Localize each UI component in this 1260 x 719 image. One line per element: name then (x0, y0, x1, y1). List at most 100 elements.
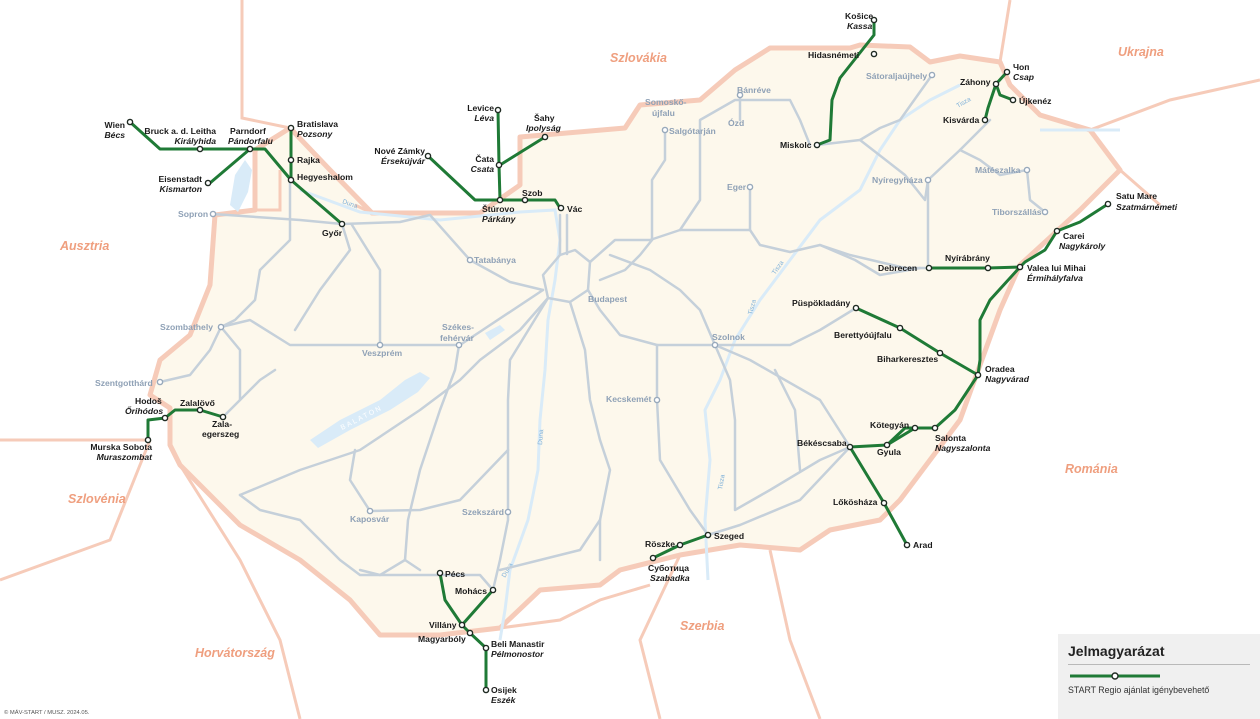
station-kotegyan (911, 424, 919, 432)
label-somoskoujfalu-2: újfalu (652, 108, 675, 118)
label-kecskemet: Kecskemét (606, 394, 652, 404)
station-hegyeshalom (287, 176, 295, 184)
station-markers (126, 16, 1112, 694)
rail-network (158, 73, 1047, 592)
label-szekesfehervar-1: Székes- (442, 322, 474, 332)
label-nove-zamky: Nové Zámky (374, 146, 425, 156)
station-hidasnemeti (870, 50, 878, 58)
station-beli-manastir (482, 644, 490, 652)
label-sturovo: Štúrovo (482, 203, 514, 214)
label-cata: Čata (475, 153, 494, 164)
label-parndorf: Parndorf (230, 126, 266, 136)
label-austria: Ausztria (59, 239, 109, 253)
label-nyiregyhaza: Nyíregyháza (872, 175, 923, 185)
station-bratislava (287, 124, 295, 132)
label-subotica-alt: Szabadka (650, 573, 690, 583)
station-kosice (870, 16, 878, 24)
copyright-note: © MÁV-START / MUSZ. 2024.05. (4, 710, 90, 716)
label-miskolc: Miskolc (780, 140, 812, 150)
station-hodos (161, 414, 169, 422)
label-arad: Arad (913, 540, 933, 550)
river-duna (299, 188, 562, 641)
station-sahy (541, 133, 549, 141)
label-szentgotthard: Szentgotthárd (95, 378, 153, 388)
station-valea (1016, 263, 1024, 271)
station-oradea (974, 371, 982, 379)
label-zalalovo: Zalalövő (180, 398, 215, 408)
tisza-label-4: Tisza (717, 474, 727, 491)
label-budapest: Budapest (588, 294, 627, 304)
station-levice (494, 106, 502, 114)
station-salgotarjan (661, 126, 669, 134)
station-arad (903, 541, 911, 549)
label-hidasnemeti: Hidasnémeti (808, 50, 859, 60)
label-szekszard: Szekszárd (462, 507, 504, 517)
station-berettyoujfalu (896, 324, 904, 332)
label-sturovo-alt: Párkány (482, 214, 517, 224)
station-tiborszallas (1041, 208, 1049, 216)
label-gyula: Gyula (877, 447, 901, 457)
station-cata (495, 161, 503, 169)
label-chop: Чоп (1013, 62, 1029, 72)
station-carei (1053, 227, 1061, 235)
label-levice-alt: Léva (474, 113, 494, 123)
label-murska: Murska Sobota (90, 442, 152, 452)
label-satu-mare: Satu Mare (1116, 191, 1157, 201)
station-nyirabrany (984, 264, 992, 272)
label-szob: Szob (522, 188, 543, 198)
label-croatia: Horvátország (195, 646, 275, 660)
lake-ferto (230, 160, 252, 212)
station-kecskemet (653, 396, 661, 404)
station-debrecen (925, 264, 933, 272)
label-ozd: Ózd (728, 117, 744, 128)
label-somoskoujfalu-1: Somoskő- (645, 97, 687, 107)
label-kaposvar: Kaposvár (350, 514, 390, 524)
label-oradea: Oradea (985, 364, 1015, 374)
station-eisenstadt (204, 179, 212, 187)
label-magyarboly: Magyarbóly (418, 634, 466, 644)
station-osijek (482, 686, 490, 694)
label-veszprem: Veszprém (362, 348, 402, 358)
station-zalaegerszeg (219, 413, 227, 421)
label-murska-alt: Muraszombat (97, 452, 154, 462)
label-hodos-alt: Őrihódos (125, 405, 163, 416)
label-satu-mare-alt: Szatmárnémeti (1116, 202, 1178, 212)
label-ukraine: Ukrajna (1118, 45, 1164, 59)
station-mateszalka (1023, 166, 1031, 174)
label-szekesfehervar-2: fehérvár (440, 333, 475, 343)
label-bruck: Bruck a. d. Leitha (144, 126, 216, 136)
station-satoraljaujhely (928, 71, 936, 79)
river-tisza (703, 83, 961, 581)
label-berettyoujfalu: Berettyóújfalu (834, 330, 892, 340)
station-pecs (436, 569, 444, 577)
label-szeged: Szeged (714, 531, 744, 541)
station-szob (521, 196, 529, 204)
label-eisenstadt: Eisenstadt (159, 174, 203, 184)
station-gyor (338, 220, 346, 228)
label-kosice-alt: Kassa (847, 21, 873, 31)
label-eisenstadt-alt: Kismarton (160, 184, 203, 194)
station-kisvarda (981, 116, 989, 124)
station-biharkeresztes (936, 349, 944, 357)
station-villany (458, 621, 466, 629)
legend-line-sample (1070, 672, 1160, 680)
label-slovakia: Szlovákia (610, 51, 667, 65)
station-rajka (287, 156, 295, 164)
station-gyula (883, 441, 891, 449)
station-banreve (736, 91, 744, 99)
label-zahony: Záhony (960, 77, 991, 87)
station-szeged (704, 531, 712, 539)
label-satoraljaujhely: Sátoraljaújhely (866, 71, 927, 81)
station-wien (126, 118, 134, 126)
station-mohacs (489, 586, 497, 594)
station-magyarboly (466, 629, 474, 637)
tisza-label-3: Tisza (747, 299, 758, 316)
country-labels: Szlovákia Ukrajna Ausztria Szlovénia Hor… (59, 45, 1164, 660)
label-zalaegerszeg-2: egerszeg (202, 429, 239, 439)
label-hegyeshalom: Hegyeshalom (297, 172, 353, 182)
station-veszprem (376, 341, 384, 349)
station-nyiregyhaza (924, 176, 932, 184)
label-sahy: Šahy (534, 112, 555, 123)
